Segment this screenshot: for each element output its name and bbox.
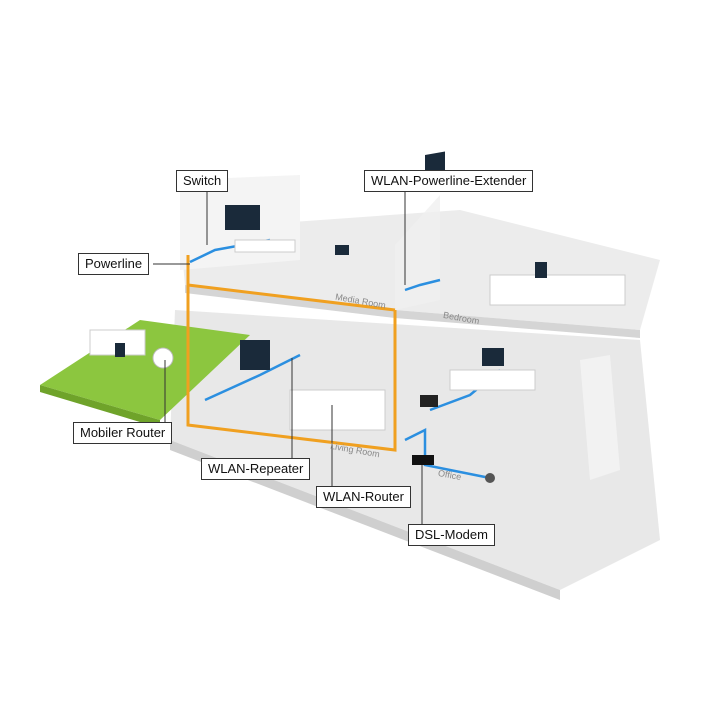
- tablet-bedroom: [535, 262, 547, 278]
- wlan-router-device: [420, 395, 438, 407]
- tv-stand-media: [234, 239, 296, 253]
- phone-socket: [485, 473, 495, 483]
- callout-powerline: Powerline: [78, 253, 150, 275]
- callout-switch: Switch: [176, 170, 229, 192]
- callout-dsl-modem: DSL-Modem: [408, 524, 495, 546]
- wall-bedroom: [395, 195, 440, 310]
- ground-floor-edge: [170, 440, 560, 600]
- tablet-lawn: [115, 343, 125, 357]
- tv-media-room: [225, 205, 260, 230]
- monitor-office: [482, 348, 504, 366]
- callout-repeater: WLAN-Repeater: [201, 458, 311, 480]
- lawn-edge: [40, 385, 160, 428]
- desk: [449, 369, 536, 391]
- dsl-modem-device: [412, 455, 434, 465]
- callout-mobile-router: Mobiler Router: [73, 422, 173, 444]
- lawn: [40, 320, 250, 420]
- tv-living: [240, 340, 270, 370]
- sofa: [289, 389, 386, 431]
- laptop-media: [335, 245, 349, 255]
- mobile-router-device: [152, 347, 174, 369]
- upper-floor-edge: [185, 285, 640, 338]
- callout-wlan-router: WLAN-Router: [316, 486, 411, 508]
- wall-office: [580, 355, 620, 480]
- bed: [489, 274, 626, 306]
- callout-extender: WLAN-Powerline-Extender: [364, 170, 534, 192]
- callout-lines: [153, 192, 423, 524]
